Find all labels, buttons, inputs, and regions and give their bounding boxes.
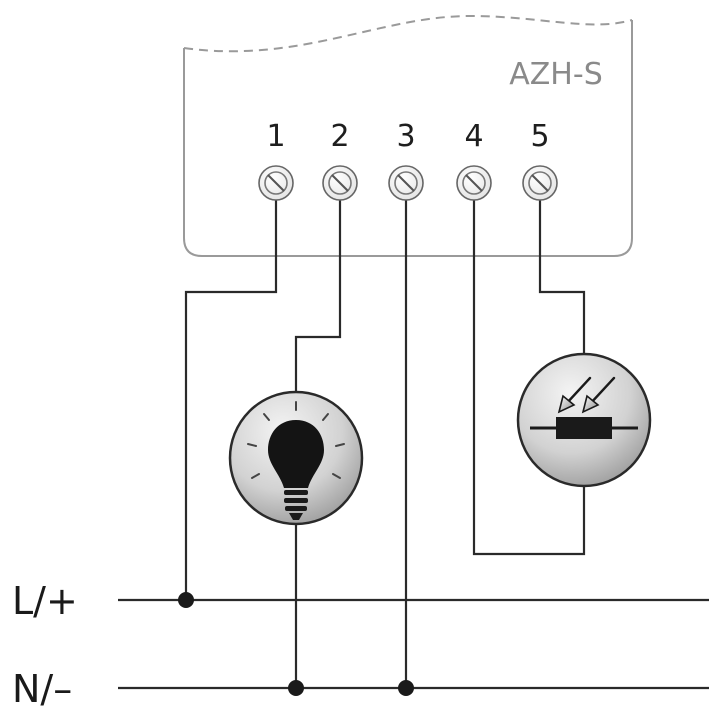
junction-dot-terminal-3-neutral <box>398 680 414 696</box>
terminal-2-screw <box>322 165 358 201</box>
neutral-bus-label: N/– <box>12 667 72 711</box>
housing-break-line <box>183 14 633 53</box>
wire-terminal-1 <box>184 196 278 600</box>
terminal-3-label: 3 <box>396 119 415 154</box>
terminal-1-screw <box>258 165 294 201</box>
terminal-3-screw <box>388 165 424 201</box>
terminal-5-screw <box>522 165 558 201</box>
terminal-4-screw <box>456 165 492 201</box>
wire-terminal-2 <box>294 196 342 392</box>
terminal-2-label: 2 <box>330 119 349 154</box>
terminal-1-label: 1 <box>266 119 285 154</box>
device-name: AZH-S <box>509 57 603 92</box>
junction-dot-lamp-neutral <box>288 680 304 696</box>
device-housing <box>183 14 633 257</box>
light-sensor-icon <box>516 352 652 488</box>
wire-terminal-4 <box>472 196 586 556</box>
line-bus-label: L/+ <box>12 579 78 623</box>
junction-dot-line <box>178 592 194 608</box>
terminal-4-label: 4 <box>464 119 483 154</box>
terminal-5-label: 5 <box>530 119 549 154</box>
wire-terminal-5 <box>538 196 586 354</box>
lamp-icon <box>228 390 364 526</box>
